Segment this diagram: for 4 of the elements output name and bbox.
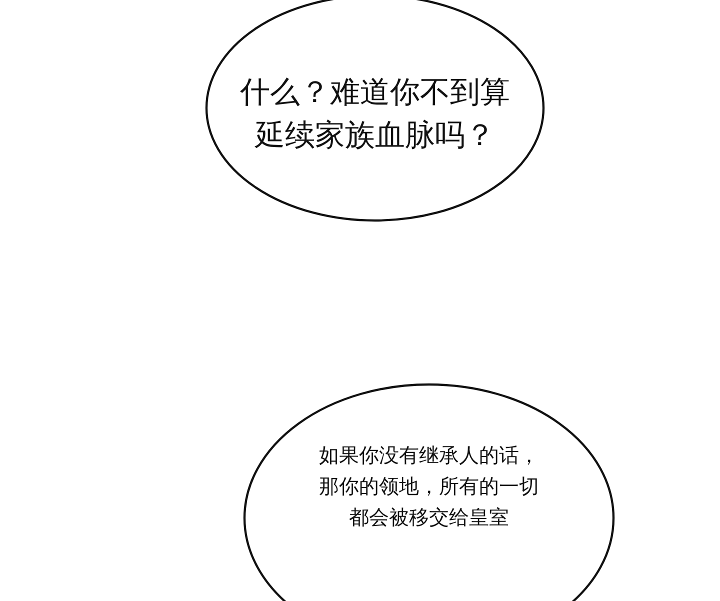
speech-bubble (243, 383, 615, 601)
dialogue-text: 什么？难道你不到算延续家族血脉吗？ (240, 74, 510, 155)
dialogue-text: 如果你没有继承人的话，那你的领地，所有的一切都会被移交给皇室 (318, 442, 540, 530)
speech-bubble (205, 0, 545, 222)
